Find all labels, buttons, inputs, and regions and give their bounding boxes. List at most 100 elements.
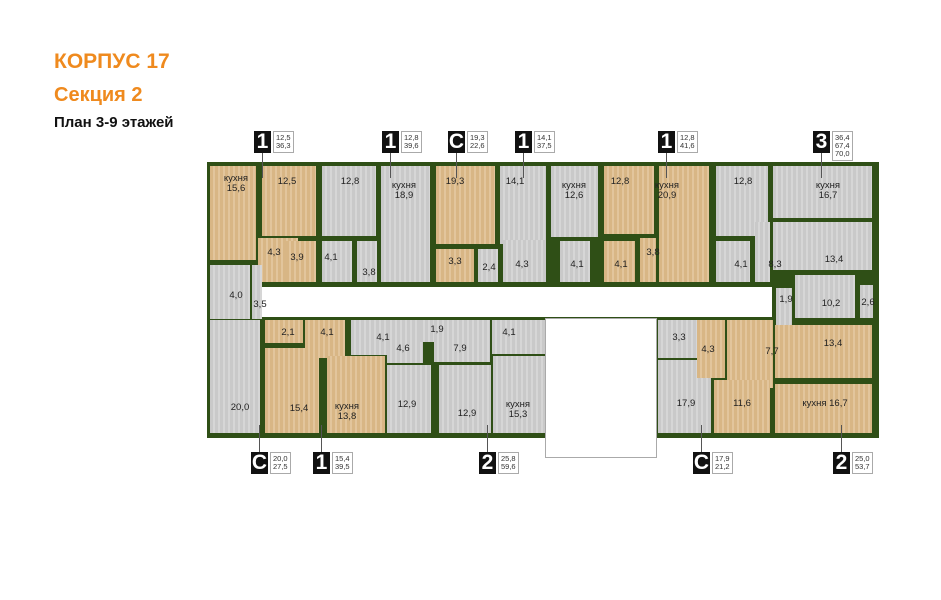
room-area-label: 4,3 [701, 344, 715, 355]
area-value: 37,5 [537, 141, 552, 150]
area-value: 20,0 [273, 454, 288, 463]
room-area-label: 2,6 [861, 297, 875, 308]
room [773, 166, 872, 218]
room-area-label: 3,3 [448, 256, 462, 267]
room-count: 2 [833, 452, 850, 474]
building-title: КОРПУС 17 [54, 50, 170, 73]
room [604, 166, 654, 234]
room-area-label: 4,1 [324, 252, 338, 263]
room-count: 1 [313, 452, 330, 474]
room-area-label: 3,9 [290, 252, 304, 263]
area-value: 39,6 [404, 141, 419, 150]
room-area-label: 12,8 [610, 176, 630, 187]
room [210, 320, 260, 433]
badge-pointer [390, 153, 391, 178]
badge-pointer [259, 425, 260, 452]
room-area-label: 4,1 [320, 327, 334, 338]
room [322, 241, 352, 282]
room-area-label: 4,3 [267, 247, 281, 258]
room [436, 249, 474, 282]
room [252, 265, 262, 319]
corridor [262, 287, 772, 317]
area-value: 70,0 [835, 149, 850, 158]
room [560, 241, 590, 282]
area-value: 67,4 [835, 141, 850, 150]
section-title: Секция 2 [54, 84, 143, 106]
area-value: 39,5 [335, 462, 350, 471]
stair-elevator-core [545, 318, 657, 458]
room [286, 241, 316, 282]
room-area-label: 3,3 [672, 332, 686, 343]
floors-subtitle: План 3-9 этажей [54, 114, 174, 131]
room [262, 166, 316, 236]
room-count: С [448, 130, 465, 153]
room [327, 356, 385, 433]
room-area-label: 11,6 [733, 398, 751, 409]
room-area-label: 12,5 [277, 176, 297, 187]
room-area-label: 19,3 [445, 176, 465, 187]
room-area-label: 1,9 [430, 324, 444, 335]
room [755, 222, 770, 282]
room-area-label: 8,3 [768, 259, 782, 270]
area-value: 12,8 [404, 133, 419, 142]
room-area-label: 10,2 [821, 298, 841, 309]
room-area-label: 3,5 [253, 299, 267, 310]
room [697, 320, 725, 378]
room [503, 240, 546, 282]
room-area-label: 14,1 [505, 176, 525, 187]
room [387, 320, 423, 363]
room-area-label: 4,3 [515, 259, 529, 270]
room [773, 222, 872, 270]
room-area-label: 3,8 [646, 247, 660, 258]
badge-pointer [456, 153, 457, 178]
room [434, 320, 490, 362]
area-value: 41,6 [680, 141, 695, 150]
room-area-label: 4,1 [376, 332, 390, 343]
room [381, 166, 430, 282]
room-count: 1 [382, 131, 399, 153]
room [493, 356, 546, 433]
room-count: 1 [658, 131, 675, 153]
room [357, 241, 377, 282]
area-value: 19,3 [470, 133, 485, 142]
room-area-label: 13,4 [824, 254, 844, 265]
room-area-label: 4,1 [614, 259, 628, 270]
area-value: 12,5 [276, 133, 291, 142]
room [478, 249, 498, 282]
room-area-label: 7,9 [453, 343, 467, 354]
room [351, 320, 389, 355]
area-value: 17,9 [715, 454, 730, 463]
room-area-label: 12,8 [340, 176, 360, 187]
room-area-label: 4,6 [396, 343, 410, 354]
room [775, 325, 872, 378]
badge-pointer [666, 153, 667, 178]
room [775, 384, 872, 433]
room [716, 241, 750, 282]
